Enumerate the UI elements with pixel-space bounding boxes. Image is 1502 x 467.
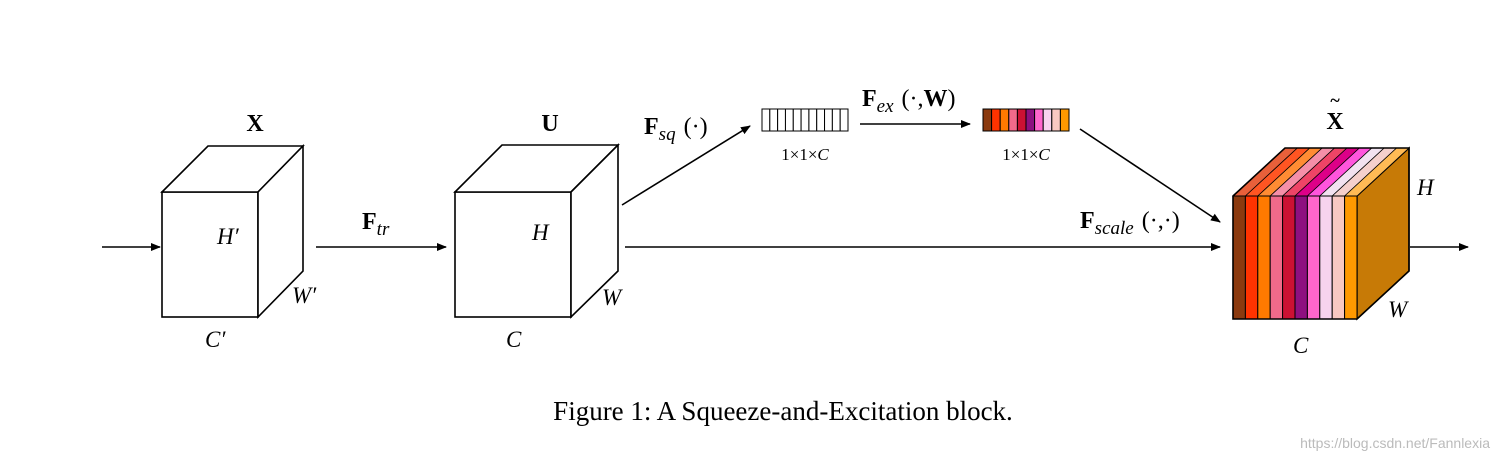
vector-cell — [1008, 108, 1018, 132]
squeeze-arrow — [621, 125, 751, 206]
vector-cell — [769, 108, 779, 132]
excited-channel-vector — [982, 108, 1070, 132]
output-cube-outline — [1232, 147, 1410, 320]
cube-x-tilde — [1231, 146, 1411, 321]
tensor-u-width-label: W — [602, 285, 623, 310]
squeezed-channel-vector — [761, 108, 849, 132]
output-channel-stripe — [1269, 195, 1284, 320]
tensor-x-width-label: W′ — [292, 283, 317, 308]
vector-cell — [1016, 108, 1027, 132]
vector-cell — [1042, 108, 1053, 132]
vector-cell — [824, 108, 833, 132]
cube-u — [453, 143, 620, 319]
weights-to-scale-arrow — [1079, 128, 1221, 223]
vector-cell — [800, 108, 810, 132]
tensor-x-channel-label: C′ — [205, 327, 226, 352]
vector-cell — [839, 108, 849, 132]
tensor-u-channel-label: C — [506, 327, 522, 352]
tensor-u-height-label: H — [531, 220, 550, 245]
excited-vector-label: 1×1×C — [1002, 145, 1050, 164]
watermark: https://blog.csdn.net/Fannlexia — [1300, 435, 1490, 451]
vector-cell — [808, 108, 818, 132]
vector-cell — [792, 108, 802, 132]
vector-cell — [1051, 108, 1061, 132]
transform-op-label: Ftr — [362, 209, 390, 240]
vector-cell — [816, 108, 826, 132]
tensor-x-tilde-width-label: W — [1388, 297, 1409, 322]
vector-cell — [777, 108, 786, 132]
output-channel-stripe — [1294, 195, 1308, 320]
squeezed-vector-label: 1×1×C — [781, 145, 829, 164]
vector-cell — [831, 108, 841, 132]
tensor-x-tilde-accent: ~ — [1330, 90, 1340, 110]
excitation-op-label: Fex(·,W) — [862, 86, 956, 117]
tensor-u-symbol: U — [541, 111, 558, 137]
scale-op-label: Fscale(·,·) — [1080, 208, 1180, 239]
cube-x — [160, 144, 305, 319]
vector-cell — [999, 108, 1010, 132]
vector-cell — [784, 108, 794, 132]
tensor-x-tilde-symbol: X — [1326, 109, 1344, 135]
output-channel-stripe — [1331, 195, 1346, 320]
output-channel-stripe — [1306, 195, 1321, 320]
tensor-x-symbol: X — [246, 111, 264, 137]
vector-cell — [982, 108, 993, 132]
squeeze-op-label: Fsq(·) — [644, 114, 708, 145]
figure-caption: Figure 1: A Squeeze-and-Excitation block… — [553, 396, 1013, 426]
tensor-x-tilde-height-label: H — [1416, 175, 1435, 200]
output-channel-stripe — [1319, 195, 1333, 320]
tensor-x-tilde-channel-label: C — [1293, 333, 1309, 358]
vector-cell — [1059, 108, 1070, 132]
output-channel-stripe — [1257, 195, 1271, 320]
vector-cell — [761, 108, 771, 132]
output-channel-stripe — [1282, 195, 1296, 320]
output-channel-stripe — [1344, 195, 1358, 320]
output-channel-stripe — [1232, 195, 1246, 320]
vector-cell — [991, 108, 1001, 132]
output-channel-stripe — [1244, 195, 1259, 320]
vector-cell — [1025, 108, 1036, 132]
vector-cell — [1034, 108, 1044, 132]
tensor-x-height-label: H′ — [216, 224, 240, 249]
